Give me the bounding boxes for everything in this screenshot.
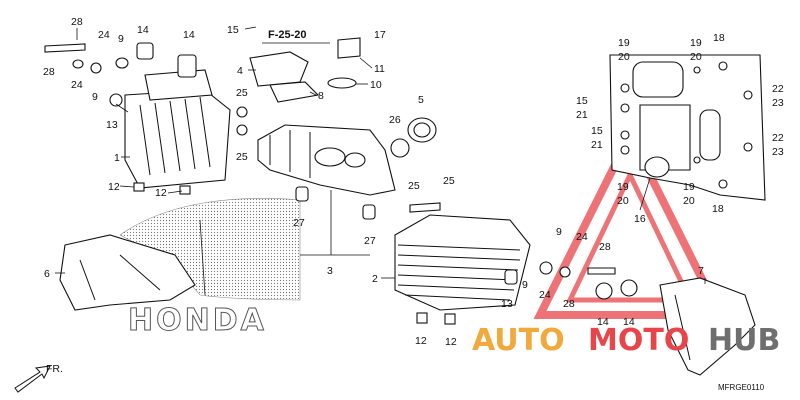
callout-9c: 9 xyxy=(556,226,562,238)
callout-15c: 15 xyxy=(591,125,603,137)
callout-24d: 24 xyxy=(539,289,551,301)
part-cylinder-rear xyxy=(394,202,531,325)
part-cylinder-head-front xyxy=(257,124,396,220)
callout-6: 6 xyxy=(44,268,50,280)
callout-16: 16 xyxy=(634,213,646,225)
callout-19a: 19 xyxy=(618,37,630,49)
part-washers-mid xyxy=(539,261,638,300)
callout-11: 11 xyxy=(374,63,385,75)
callout-18b: 18 xyxy=(712,203,724,215)
watermark-text-hub: HUB xyxy=(708,323,780,358)
callout-10: 10 xyxy=(370,79,382,91)
callout-19d: 19 xyxy=(683,181,695,193)
callout-20d: 20 xyxy=(683,195,695,207)
callout-24b: 24 xyxy=(71,79,83,91)
callout-7: 7 xyxy=(698,265,704,277)
watermark-text-moto: MOTO xyxy=(588,323,689,358)
callout-12a: 12 xyxy=(108,181,120,193)
callout-28c: 28 xyxy=(599,241,611,253)
callout-23b: 23 xyxy=(772,146,784,158)
callout-14b: 14 xyxy=(183,29,195,41)
part-cap-and-ring xyxy=(390,117,437,158)
callout-21b: 21 xyxy=(591,139,603,151)
callout-labels: 28 14 24 9 28 24 9 14 13 25 25 1 12 12 1… xyxy=(43,16,784,348)
callout-28a: 28 xyxy=(71,16,83,28)
part-rear-head-cover xyxy=(609,54,766,201)
callout-3: 3 xyxy=(327,265,333,277)
callout-27a: 27 xyxy=(293,217,305,229)
callout-15a: 15 xyxy=(227,24,239,36)
callout-24c: 24 xyxy=(576,231,588,243)
callout-13b: 13 xyxy=(501,298,513,310)
callout-4: 4 xyxy=(237,65,243,77)
callout-19b: 19 xyxy=(690,37,702,49)
callout-24a: 24 xyxy=(98,29,110,41)
part-head-cover xyxy=(249,37,361,103)
callout-12c: 12 xyxy=(415,335,427,347)
callout-13a: 13 xyxy=(106,119,118,131)
callout-19c: 19 xyxy=(617,181,629,193)
callout-14d: 14 xyxy=(623,316,635,328)
honda-logo-text: HONDA xyxy=(128,303,267,338)
callout-26: 26 xyxy=(389,114,401,126)
leader-lines xyxy=(55,26,706,284)
callout-22b: 22 xyxy=(772,132,784,144)
watermark-triangle xyxy=(533,126,727,319)
callout-12d: 12 xyxy=(445,336,457,348)
callout-17: 17 xyxy=(374,29,386,41)
diagram-code: MFRGE0110 xyxy=(718,383,765,392)
front-direction-arrow xyxy=(14,365,51,393)
watermark-text-auto: AUTO xyxy=(472,323,565,358)
callout-28d: 28 xyxy=(563,298,575,310)
callout-28b: 28 xyxy=(43,66,55,78)
callout-21a: 21 xyxy=(576,109,588,121)
callout-25a: 25 xyxy=(236,87,248,99)
callout-20b: 20 xyxy=(690,51,702,63)
callout-22a: 22 xyxy=(772,83,784,95)
callout-1: 1 xyxy=(114,152,120,164)
callout-9d: 9 xyxy=(522,279,528,291)
callout-25b: 25 xyxy=(236,151,248,163)
callout-25d: 25 xyxy=(443,175,455,187)
callout-2: 2 xyxy=(372,273,378,285)
callout-18a: 18 xyxy=(713,32,725,44)
front-direction-label: FR. xyxy=(46,363,63,375)
callout-14c: 14 xyxy=(597,316,609,328)
reference-label: F-25-20 xyxy=(268,29,307,41)
callout-20c: 20 xyxy=(617,195,629,207)
part-side-cover-left xyxy=(59,234,196,311)
part-rocker-housing-left xyxy=(44,42,248,195)
callout-27b: 27 xyxy=(364,235,376,247)
callout-20a: 20 xyxy=(618,51,630,63)
callout-25c: 25 xyxy=(408,180,420,192)
callout-14a: 14 xyxy=(137,24,149,36)
callout-15b: 15 xyxy=(576,95,588,107)
callout-9a: 9 xyxy=(118,33,124,45)
part-side-cover-right xyxy=(659,277,756,376)
callout-9b: 9 xyxy=(92,91,98,103)
callout-23a: 23 xyxy=(772,97,784,109)
callout-8: 8 xyxy=(318,90,324,102)
callout-12b: 12 xyxy=(155,187,167,199)
callout-5: 5 xyxy=(418,94,424,106)
